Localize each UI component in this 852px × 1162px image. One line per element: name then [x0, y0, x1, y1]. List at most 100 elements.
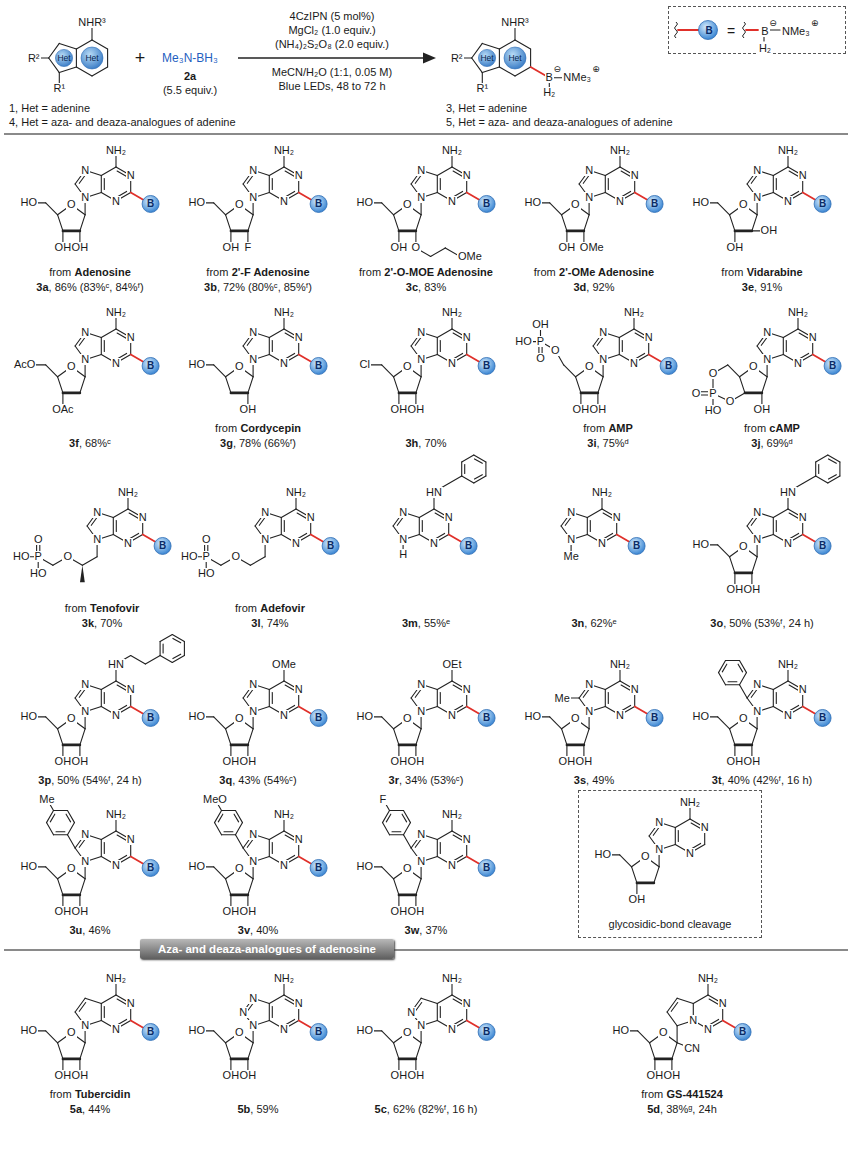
- bond-line: [415, 689, 421, 698]
- atom-label: N: [688, 1015, 698, 1026]
- bond-line: [399, 392, 416, 395]
- caption-text: , 38%ᵍ, 24h: [660, 1103, 717, 1115]
- bond-line: [735, 230, 752, 233]
- bond-line: [382, 717, 394, 729]
- atom-label: N: [462, 332, 472, 343]
- bond-line: [104, 179, 105, 190]
- bond-line: [101, 681, 116, 690]
- bond-line: [390, 834, 404, 835]
- bond-line: [667, 1012, 677, 1026]
- bond-line: [815, 462, 816, 476]
- atom-label: OH: [743, 584, 762, 595]
- bond-line: [247, 839, 253, 848]
- atom-label: N: [416, 679, 426, 690]
- bond-line: [104, 843, 105, 854]
- boron-sphere: [310, 195, 327, 212]
- atom-label: N: [615, 196, 625, 207]
- bond-line: [783, 329, 798, 338]
- bond-line: [562, 215, 567, 231]
- atom-label: NH₂: [105, 307, 127, 318]
- bond-line: [416, 377, 421, 393]
- atom-label: N: [700, 822, 710, 833]
- bond-line: [419, 509, 434, 518]
- bond-line: [740, 661, 747, 673]
- bond-line: [475, 459, 483, 463]
- bond-line: [654, 867, 659, 883]
- atom-label: O: [738, 713, 749, 724]
- atom-label: OH: [222, 906, 241, 917]
- compound-caption: 3d, 92%: [574, 281, 615, 293]
- bond-line: [740, 377, 745, 393]
- boron-label: B: [147, 1027, 154, 1037]
- boron-sphere: [460, 537, 477, 554]
- caption-text: , 50% (53%ᶠ, 24 h): [723, 617, 814, 629]
- bond-line: [437, 176, 438, 193]
- bond-line: [421, 998, 437, 1003]
- compound-caption: fromTubercidin: [50, 1088, 131, 1100]
- atom-label: F: [379, 794, 388, 805]
- bond-line: [259, 517, 265, 526]
- atom-label: OAc: [51, 404, 74, 415]
- boron-label: B: [147, 863, 154, 873]
- bond-line: [584, 215, 589, 231]
- compound-name: Tubercidin: [75, 1088, 130, 1100]
- bond-line: [269, 329, 284, 338]
- bond-line: [763, 36, 764, 41]
- bond-line: [728, 681, 737, 682]
- het-label: Het: [480, 54, 493, 63]
- atom-label: N: [629, 358, 639, 369]
- atom-label: N: [92, 534, 102, 545]
- atom-label: N: [416, 165, 426, 176]
- bond-line: [587, 518, 588, 535]
- bond-line: [79, 689, 85, 698]
- atom-label: H: [398, 549, 408, 560]
- boron-label: B: [651, 199, 658, 209]
- atom-label: N: [279, 1024, 289, 1035]
- definition-box: B=B⊖NMe₃⊕H₂: [668, 6, 846, 54]
- atom-label: HO: [187, 861, 206, 872]
- bond-line: [46, 203, 58, 215]
- atom-label: HO: [355, 1025, 374, 1036]
- bond-line: [63, 744, 80, 747]
- atom-label: P: [708, 388, 717, 399]
- compound-name: 3u: [70, 924, 83, 936]
- bond-line: [499, 49, 500, 67]
- compound-caption: 3o, 50% (53%ᶠ, 24 h): [710, 617, 813, 629]
- bond-line: [269, 690, 270, 707]
- atom-label: N: [612, 512, 622, 523]
- compound-caption: 3g, 78% (66%ᶠ): [220, 437, 296, 449]
- bond-line: [415, 1003, 421, 1012]
- bond-line: [145, 656, 160, 665]
- boron-label: B: [829, 361, 836, 371]
- atom-label: O: [201, 534, 212, 545]
- atom-label: O: [570, 713, 581, 724]
- bond-line: [745, 392, 762, 395]
- atom-label: OH: [390, 242, 409, 253]
- bond-line: [776, 693, 777, 704]
- atom-label: NH₂: [609, 145, 631, 156]
- atom-label: N: [447, 860, 457, 871]
- atom-label: N: [138, 512, 148, 523]
- atom-label: OH: [575, 756, 594, 767]
- bond-line: [236, 811, 243, 823]
- bond-line: [386, 814, 391, 822]
- compound-name: 2'-F Adenosine: [232, 266, 310, 278]
- bond-line: [440, 1007, 441, 1018]
- atom-label: N: [248, 679, 258, 690]
- bond-line: [101, 167, 116, 176]
- bond-line: [402, 814, 407, 822]
- boron-label: B: [147, 199, 154, 209]
- bond-line: [437, 1004, 438, 1021]
- bond-line: [284, 521, 285, 532]
- compound-caption: fromAdefovir: [235, 602, 305, 614]
- bond-line: [672, 1043, 677, 1059]
- bond-line: [399, 1058, 416, 1061]
- compound-caption: 3l, 74%: [251, 617, 288, 629]
- bond-line: [54, 810, 68, 811]
- compound-name: 3t: [712, 774, 722, 786]
- caption-text: , 40%: [250, 924, 278, 936]
- atom-label: N: [92, 507, 102, 518]
- bond-line: [671, 1003, 677, 1012]
- atom-label: HO: [523, 197, 542, 208]
- bond-line: [399, 894, 416, 897]
